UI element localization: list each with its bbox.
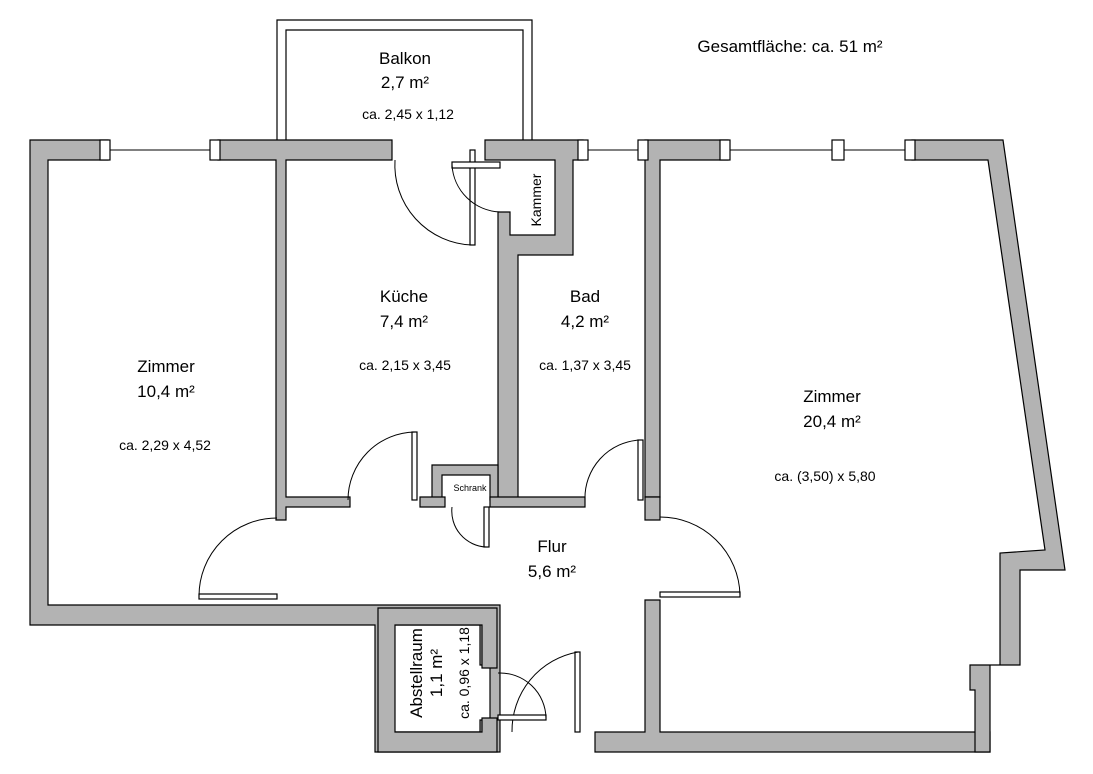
walls	[29, 139, 1066, 753]
room-dims-zimmer-right: ca. (3,50) x 5,80	[774, 468, 875, 484]
room-area-abstellraum: 1,1 m²	[427, 649, 446, 698]
room-area-balkon: 2,7 m²	[381, 73, 430, 92]
room-area-zimmer-right: 20,4 m²	[803, 412, 861, 431]
room-name-kammer: Kammer	[528, 173, 544, 226]
room-name-flur: Flur	[537, 537, 567, 556]
room-name-zimmer-right: Zimmer	[803, 387, 861, 406]
room-area-zimmer-left: 10,4 m²	[137, 382, 195, 401]
room-name-zimmer-left: Zimmer	[137, 357, 195, 376]
room-dims-balkon: ca. 2,45 x 1,12	[362, 106, 454, 122]
room-area-flur: 5,6 m²	[528, 562, 577, 581]
room-name-schrank: Schrank	[453, 483, 487, 493]
room-dims-zimmer-left: ca. 2,29 x 4,52	[119, 437, 211, 453]
room-dims-abstellraum: ca. 0,96 x 1,18	[456, 627, 472, 719]
room-area-bad: 4,2 m²	[561, 312, 610, 331]
room-name-balkon: Balkon	[379, 49, 431, 68]
room-dims-bad: ca. 1,37 x 3,45	[539, 357, 631, 373]
doors	[198, 149, 741, 733]
total-area: Gesamtfläche: ca. 51 m²	[697, 37, 883, 56]
windows	[99, 139, 916, 161]
room-name-bad: Bad	[570, 287, 600, 306]
room-name-abstellraum: Abstellraum	[407, 628, 426, 718]
room-area-kueche: 7,4 m²	[380, 312, 429, 331]
balcony-railing	[276, 19, 533, 140]
room-dims-kueche: ca. 2,15 x 3,45	[359, 357, 451, 373]
room-name-kueche: Küche	[380, 287, 428, 306]
